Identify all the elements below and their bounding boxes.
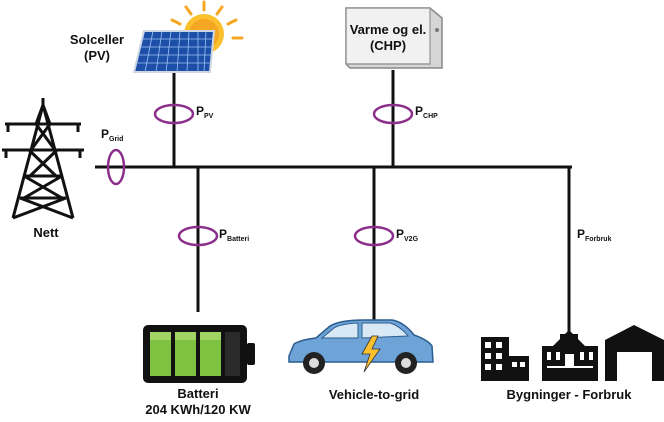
chp-label: Varme og el. (CHP) — [346, 22, 430, 54]
battery-sensor-sub: Batteri — [227, 236, 250, 243]
pv-sensor-ring — [153, 103, 195, 125]
grid-label-text: Nett — [33, 225, 59, 240]
chp-sensor-p: P — [415, 104, 424, 118]
transmission-tower-icon — [2, 98, 84, 220]
grid-label: Nett — [26, 225, 66, 241]
battery-sensor-p: P — [219, 227, 228, 241]
v2g-sensor-ring — [353, 225, 395, 247]
battery-sensor-ring — [177, 225, 219, 247]
v2g-sensor-label: PV2G — [396, 227, 418, 243]
electric-car-icon — [288, 319, 434, 374]
v2g-sensor-p: P — [396, 227, 405, 241]
battery-label-line1: Batteri — [177, 386, 219, 401]
pv-sensor-p: P — [196, 104, 205, 118]
pv-sensor-label: PPV — [196, 104, 213, 120]
grid-sensor-p: P — [101, 127, 110, 141]
power-bus — [95, 70, 572, 340]
chp-label-line2: (CHP) — [369, 38, 407, 53]
grid-sensor-ring — [106, 148, 126, 186]
chp-sensor-ring — [372, 103, 414, 125]
v2g-sensor-sub: V2G — [404, 236, 419, 243]
consumption-sensor-label: PForbruk — [577, 227, 611, 243]
solar-panel-icon — [132, 30, 216, 73]
v2g-label: Vehicle-to-grid — [310, 387, 438, 403]
chp-sensor-label: PCHP — [415, 104, 438, 120]
chp-label-line1: Varme og el. — [349, 22, 427, 37]
buildings-label-text: Bygninger - Forbruk — [506, 387, 632, 402]
consumption-sensor-p: P — [577, 227, 586, 241]
pv-sensor-sub: PV — [204, 113, 214, 120]
grid-sensor-label: PGrid — [101, 127, 123, 143]
v2g-label-text: Vehicle-to-grid — [328, 387, 420, 402]
pv-label-line1: Solceller — [69, 32, 125, 47]
battery-sensor-label: PBatteri — [219, 227, 249, 243]
buildings-label: Bygninger - Forbruk — [494, 387, 644, 403]
pv-label: Solceller (PV) — [62, 32, 132, 64]
buildings-icon — [481, 325, 664, 381]
grid-sensor-sub: Grid — [109, 136, 124, 143]
pv-label-line2: (PV) — [84, 48, 110, 63]
chp-unit-icon — [345, 7, 443, 69]
chp-sensor-sub: CHP — [423, 113, 438, 120]
consumption-sensor-sub: Forbruk — [585, 236, 612, 243]
battery-label: Batteri 204 KWh/120 KW — [138, 386, 258, 418]
battery-icon — [143, 325, 255, 383]
battery-label-line2: 204 KWh/120 KW — [145, 402, 251, 417]
lightning-bolt-icon — [361, 335, 381, 373]
